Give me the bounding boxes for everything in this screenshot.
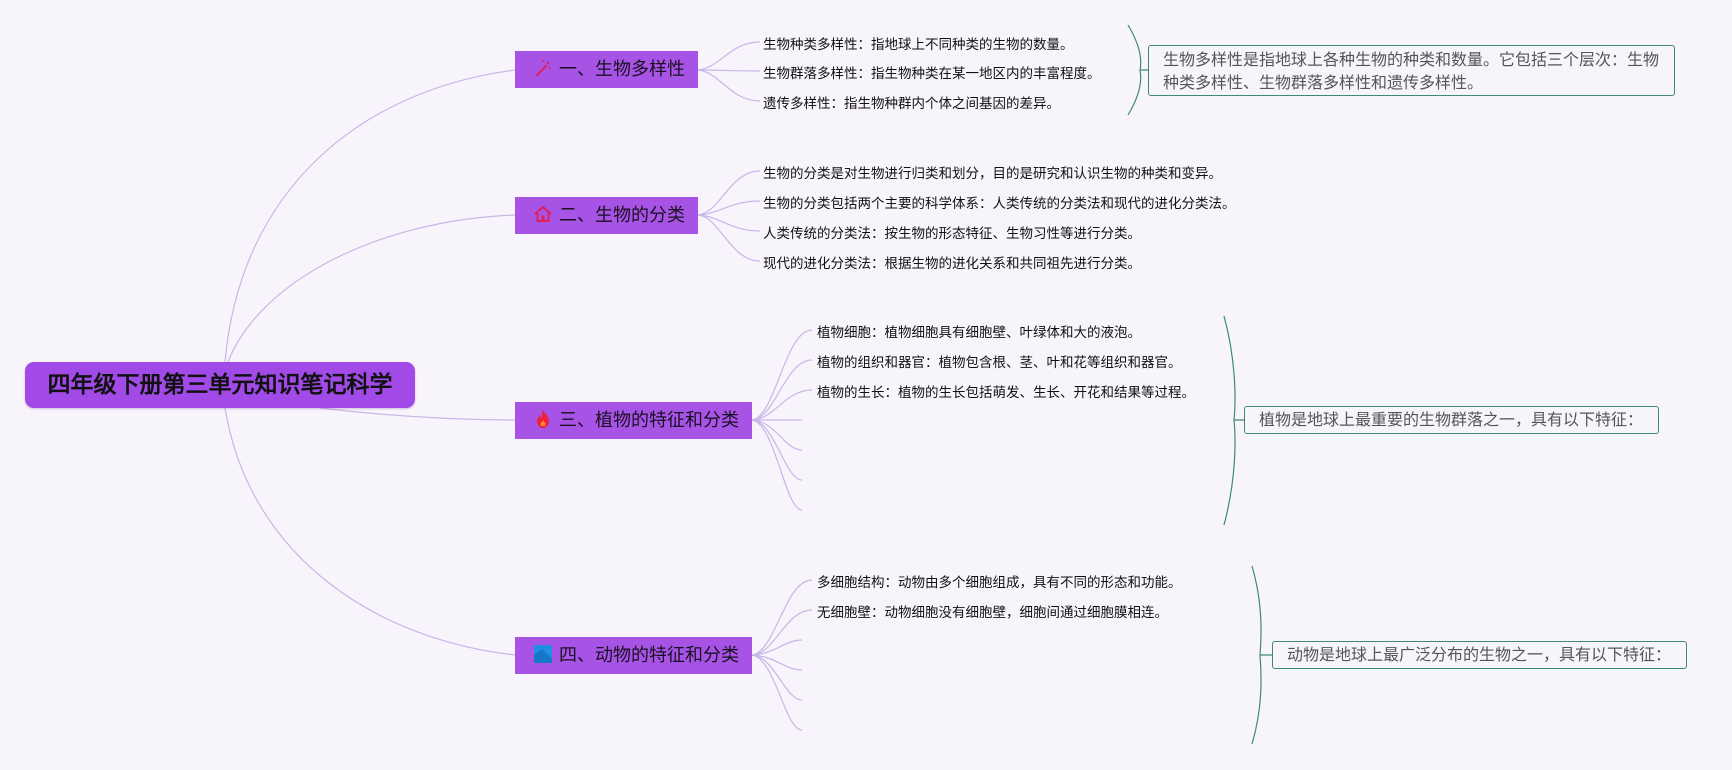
branch4-link-4: [751, 654, 803, 671]
root-title: 四年级下册第三单元知识笔记科学: [47, 372, 393, 398]
wand-sparkle-icon: [533, 54, 553, 77]
branch4-link-1: [751, 579, 813, 656]
branch-node-plants[interactable]: 三、植物的特征和分类: [515, 402, 752, 439]
summary-text: 生物多样性是指地球上各种生物的种类和数量。它包括三个层次：生物种类多样性、生物群…: [1163, 50, 1660, 92]
branch1-link-2: [697, 69, 761, 72]
branch4-link-3: [751, 639, 803, 656]
leaf-text[interactable]: 遗传多样性：指生物种群内个体之间基因的差异。: [763, 96, 1060, 112]
leaf-text[interactable]: 植物的组织和器官：植物包含根、茎、叶和花等组织和器官。: [817, 355, 1182, 371]
leaf-text[interactable]: 现代的进化分类法：根据生物的进化关系和共同祖先进行分类。: [763, 256, 1141, 272]
summary-text: 动物是地球上最广泛分布的生物之一，具有以下特征：: [1287, 645, 1672, 664]
branch1-link-1: [697, 41, 761, 71]
leaf-text[interactable]: 人类传统的分类法：按生物的形态特征、生物习性等进行分类。: [763, 226, 1141, 242]
home-icon: [533, 200, 553, 222]
branch3-link-3: [751, 389, 813, 421]
leaf-text[interactable]: 植物的生长：植物的生长包括萌发、生长、开花和结果等过程。: [817, 385, 1195, 401]
root-link-3: [319, 407, 516, 421]
branch-node-biodiversity[interactable]: 一、生物多样性: [515, 51, 698, 88]
summary-bracket-1: [1127, 24, 1148, 116]
leaf-text[interactable]: 多细胞结构：动物由多个细胞组成，具有不同的形态和功能。: [817, 575, 1182, 591]
root-link-1: [224, 69, 516, 363]
root-link-2: [227, 214, 516, 363]
branch3-link-2: [751, 359, 813, 421]
leaf-text[interactable]: 生物种类多样性：指地球上不同种类的生物的数量。: [763, 37, 1074, 53]
branch-node-animals[interactable]: 四、动物的特征和分类: [515, 637, 752, 674]
leaf-text[interactable]: 生物的分类是对生物进行归类和划分，目的是研究和认识生物的种类和变异。: [763, 166, 1222, 182]
branch2-link-2: [697, 200, 761, 216]
summary-box-animals[interactable]: 动物是地球上最广泛分布的生物之一，具有以下特征：: [1272, 641, 1687, 669]
branch-node-classification[interactable]: 二、生物的分类: [515, 197, 698, 234]
summary-bracket-4: [1251, 565, 1272, 745]
branch4-link-2: [751, 609, 813, 656]
branch-label: 二、生物的分类: [559, 205, 685, 226]
branch2-link-1: [697, 170, 761, 216]
summary-text: 植物是地球上最重要的生物群落之一，具有以下特征：: [1259, 410, 1644, 429]
leaf-text[interactable]: 生物群落多样性：指生物种类在某一地区内的丰富程度。: [763, 66, 1101, 82]
branch1-link-3: [697, 69, 761, 102]
summary-box-plants[interactable]: 植物是地球上最重要的生物群落之一，具有以下特征：: [1244, 406, 1659, 434]
root-link-4: [224, 407, 516, 656]
branch4-link-6: [751, 654, 803, 731]
leaf-text[interactable]: 生物的分类包括两个主要的科学体系：人类传统的分类法和现代的进化分类法。: [763, 196, 1236, 212]
leaf-text[interactable]: 植物细胞：植物细胞具有细胞壁、叶绿体和大的液泡。: [817, 325, 1141, 341]
branch2-link-3: [697, 214, 761, 232]
summary-box-biodiversity[interactable]: 生物多样性是指地球上各种生物的种类和数量。它包括三个层次：生物种类多样性、生物群…: [1148, 45, 1675, 96]
summary-bracket-3: [1223, 315, 1244, 526]
branch3-link-7: [751, 419, 803, 511]
leaf-text[interactable]: 无细胞壁：动物细胞没有细胞壁，细胞间通过细胞膜相连。: [817, 605, 1168, 621]
branch-label: 三、植物的特征和分类: [559, 410, 739, 431]
root-node[interactable]: 四年级下册第三单元知识笔记科学: [25, 362, 415, 408]
branch3-link-5: [751, 419, 803, 451]
branch2-link-4: [697, 214, 761, 262]
branch-label: 一、生物多样性: [559, 59, 685, 80]
branch3-link-1: [751, 329, 813, 421]
branch4-link-5: [751, 654, 803, 701]
blue-square-icon: [533, 640, 553, 663]
branch-label: 四、动物的特征和分类: [559, 645, 739, 666]
fire-icon: [533, 405, 553, 428]
branch3-link-6: [751, 419, 803, 481]
